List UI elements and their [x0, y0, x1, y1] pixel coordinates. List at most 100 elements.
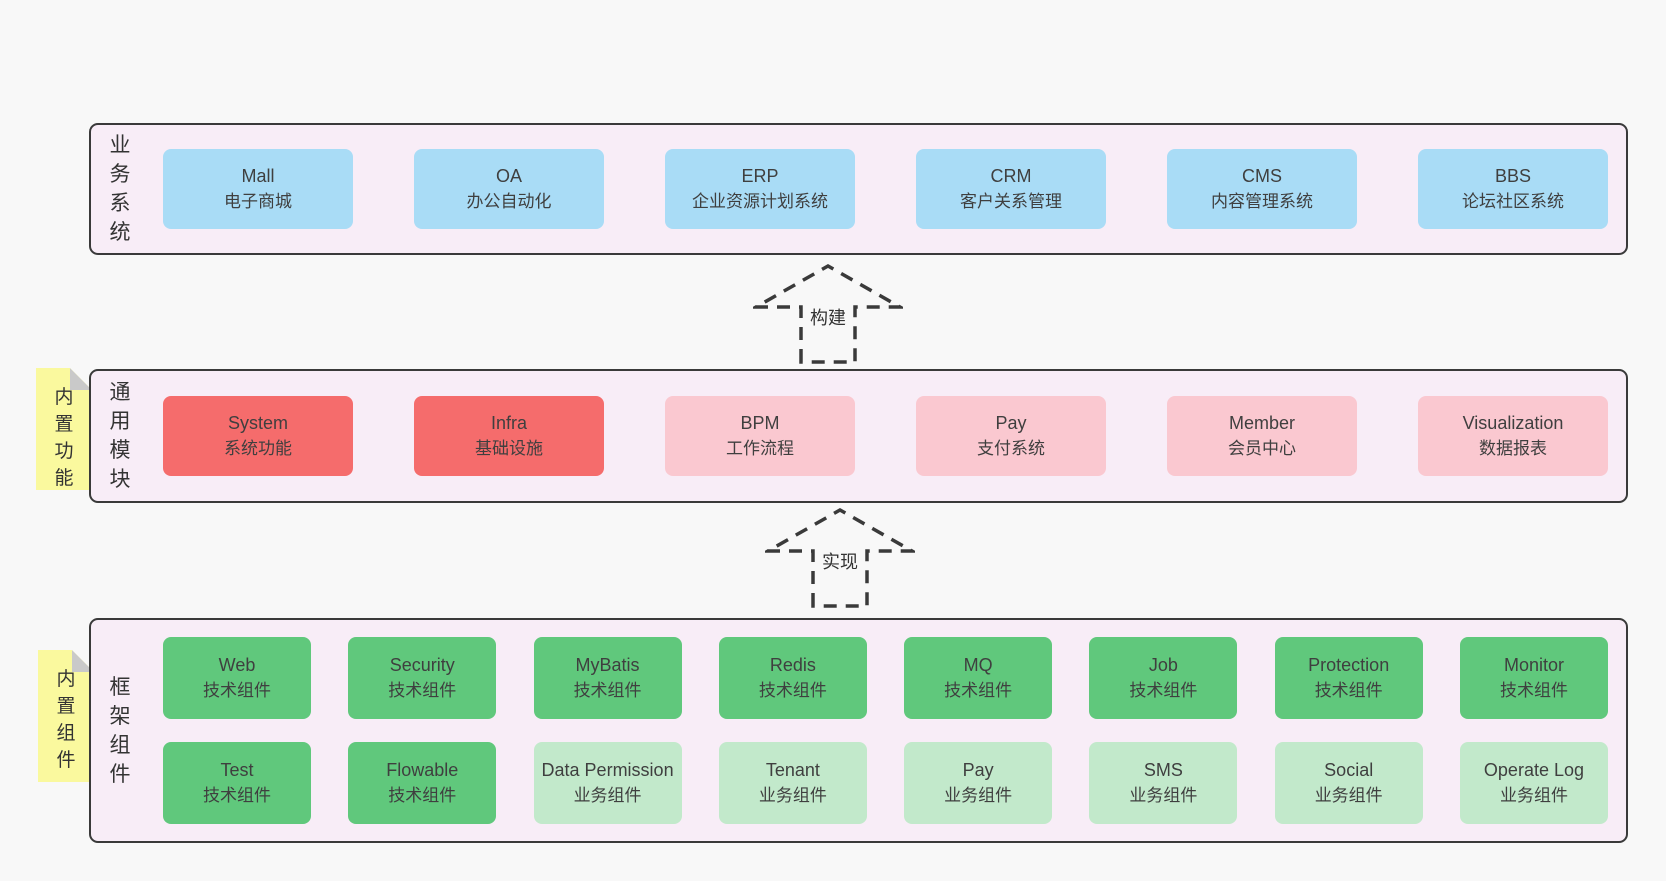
box-mall: Mall 电子商城 — [163, 149, 353, 229]
box-operate-log: Operate Log 业务组件 — [1459, 742, 1608, 824]
box-infra: Infra 基础设施 — [414, 396, 604, 476]
dashed-up-arrow-implement: 实现 — [765, 506, 915, 610]
band-framework-components: 框架组件 Web 技术组件 Security 技术组件 MyBatis 技术组件… — [89, 618, 1628, 843]
box-title: Web — [218, 655, 256, 675]
box-subtitle: 业务组件 — [1314, 786, 1383, 805]
framework-components-rows: Web 技术组件 Security 技术组件 MyBatis 技术组件 Redi… — [135, 637, 1626, 824]
box-title: Job — [1148, 655, 1178, 675]
box-web: Web 技术组件 — [163, 637, 311, 719]
band-label-framework-components: 框架组件 — [109, 675, 131, 786]
box-system: System 系统功能 — [163, 396, 353, 476]
box-tenant: Tenant 业务组件 — [718, 742, 867, 824]
up-arrow-icon — [765, 507, 915, 608]
box-subtitle: 技术组件 — [1314, 681, 1383, 700]
framework-components-row-2: Test 技术组件 Flowable 技术组件 Data Permission … — [163, 742, 1608, 824]
arrow-label-implement: 实现 — [819, 548, 861, 574]
box-title: BPM — [740, 413, 780, 433]
box-subtitle: 工作流程 — [726, 439, 794, 458]
box-sms: SMS 业务组件 — [1089, 742, 1238, 824]
box-subtitle: 基础设施 — [475, 439, 543, 458]
box-subtitle: 电子商城 — [224, 192, 292, 211]
dashed-up-arrow-build: 构建 — [753, 262, 903, 366]
box-subtitle: 办公自动化 — [466, 192, 552, 211]
box-title: Tenant — [765, 760, 820, 780]
box-title: Operate Log — [1483, 760, 1584, 780]
box-title: BBS — [1494, 166, 1532, 186]
band-common-modules: 通用模块 System 系统功能 Infra 基础设施 BPM 工作流程 Pay… — [89, 369, 1628, 503]
box-title: Social — [1324, 760, 1374, 780]
box-title: Flowable — [386, 760, 459, 780]
box-subtitle: 业务组件 — [758, 786, 827, 805]
box-subtitle: 企业资源计划系统 — [692, 192, 828, 211]
box-bpm: BPM 工作流程 — [665, 396, 855, 476]
box-title: Infra — [490, 413, 528, 433]
box-social: Social 业务组件 — [1274, 742, 1423, 824]
box-bbs: BBS 论坛社区系统 — [1418, 149, 1608, 229]
band-label-common-modules: 通用模块 — [109, 381, 131, 491]
box-title: OA — [495, 166, 522, 186]
box-title: Security — [389, 655, 455, 675]
box-cms: CMS 内容管理系统 — [1167, 149, 1357, 229]
box-visualization: Visualization 数据报表 — [1418, 396, 1608, 476]
up-arrow-icon — [753, 263, 903, 364]
sticky-note-label: 内置组件 — [56, 669, 76, 771]
box-monitor: Monitor 技术组件 — [1459, 637, 1608, 719]
box-subtitle: 数据报表 — [1479, 439, 1547, 458]
box-title: Redis — [769, 655, 816, 675]
box-subtitle: 技术组件 — [203, 681, 271, 700]
box-subtitle: 业务组件 — [1129, 786, 1198, 805]
box-oa: OA 办公自动化 — [414, 149, 604, 229]
sticky-note-label: 内置功能 — [54, 387, 74, 489]
box-crm: CRM 客户关系管理 — [916, 149, 1106, 229]
box-subtitle: 业务组件 — [573, 786, 642, 805]
box-subtitle: 系统功能 — [224, 439, 292, 458]
box-title: Data Permission — [541, 760, 674, 780]
box-redis: Redis 技术组件 — [718, 637, 867, 719]
box-subtitle: 论坛社区系统 — [1462, 192, 1564, 211]
box-subtitle: 技术组件 — [1499, 681, 1568, 700]
box-title: Test — [220, 760, 254, 780]
box-title: Mall — [241, 166, 275, 186]
box-pay-system: Pay 支付系统 — [916, 396, 1106, 476]
box-title: System — [227, 413, 288, 433]
box-pay-component: Pay 业务组件 — [904, 742, 1053, 824]
box-member: Member 会员中心 — [1167, 396, 1357, 476]
box-subtitle: 技术组件 — [758, 681, 827, 700]
box-mybatis: MyBatis 技术组件 — [533, 637, 682, 719]
box-subtitle: 技术组件 — [203, 786, 271, 805]
box-subtitle: 技术组件 — [388, 786, 457, 805]
box-title: Pay — [995, 413, 1027, 433]
box-flowable: Flowable 技术组件 — [348, 742, 497, 824]
box-erp: ERP 企业资源计划系统 — [665, 149, 855, 229]
arrow-label-build: 构建 — [807, 304, 849, 330]
box-test: Test 技术组件 — [163, 742, 311, 824]
box-title: MQ — [963, 655, 993, 675]
box-protection: Protection 技术组件 — [1274, 637, 1423, 719]
sticky-note-builtin-functions: 内置功能 — [36, 368, 92, 490]
box-title: MyBatis — [575, 655, 640, 675]
box-title: Member — [1228, 413, 1295, 433]
box-title: SMS — [1143, 760, 1183, 780]
box-job: Job 技术组件 — [1089, 637, 1238, 719]
box-security: Security 技术组件 — [348, 637, 497, 719]
box-subtitle: 业务组件 — [944, 786, 1013, 805]
business-systems-boxes: Mall 电子商城 OA 办公自动化 ERP 企业资源计划系统 CRM 客户关系… — [135, 149, 1626, 229]
box-subtitle: 客户关系管理 — [960, 192, 1062, 211]
box-title: Protection — [1308, 655, 1390, 675]
box-title: Pay — [962, 760, 994, 780]
box-subtitle: 业务组件 — [1499, 786, 1568, 805]
box-subtitle: 会员中心 — [1228, 439, 1296, 458]
box-subtitle: 技术组件 — [1129, 681, 1198, 700]
box-title: Visualization — [1462, 413, 1564, 433]
box-subtitle: 技术组件 — [573, 681, 642, 700]
band-business-systems: 业务系统 Mall 电子商城 OA 办公自动化 ERP 企业资源计划系统 CRM… — [89, 123, 1628, 255]
box-title: CMS — [1242, 166, 1282, 186]
sticky-note-builtin-components: 内置组件 — [38, 650, 94, 782]
framework-components-row-1: Web 技术组件 Security 技术组件 MyBatis 技术组件 Redi… — [163, 637, 1608, 719]
box-data-permission: Data Permission 业务组件 — [533, 742, 682, 824]
box-title: ERP — [741, 166, 779, 186]
box-mq: MQ 技术组件 — [904, 637, 1053, 719]
box-subtitle: 技术组件 — [388, 681, 457, 700]
common-modules-boxes: System 系统功能 Infra 基础设施 BPM 工作流程 Pay 支付系统… — [135, 396, 1626, 476]
box-title: CRM — [990, 166, 1032, 186]
